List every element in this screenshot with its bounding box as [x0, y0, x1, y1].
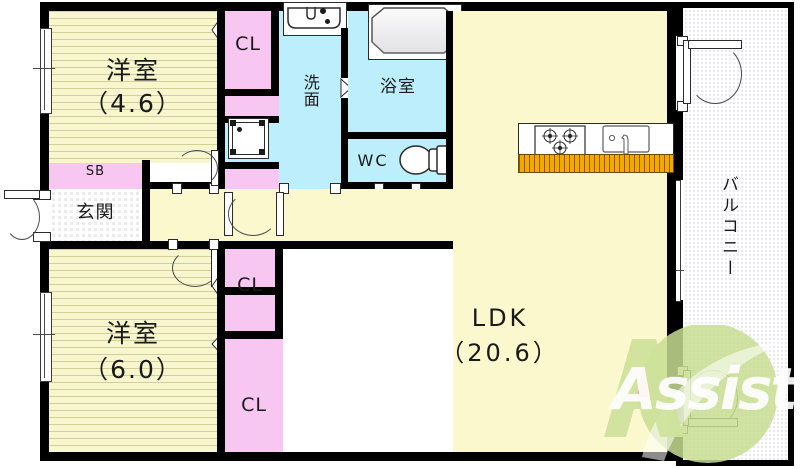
washer-pan-corner-bl: [230, 149, 236, 155]
cl-top-wall-right: [271, 11, 279, 89]
corridor-wall-bottom-left: [150, 241, 217, 249]
washroom-label-text: 洗面: [300, 74, 320, 108]
bedroom-top-size: （4.6）: [83, 89, 183, 118]
shoe-box: [49, 163, 142, 189]
washroom-door-jamb-right: [330, 183, 341, 194]
washer-pan-corner-tr: [259, 120, 265, 126]
cl-mid-wall-right-lower: [275, 295, 283, 331]
bathroom-wall-right: [446, 11, 453, 139]
bedroom-bottom-size: （6.0）: [83, 355, 183, 384]
bedroom-bottom-door-jamb-left: [168, 239, 178, 250]
cl-bottom-wall-top: [217, 331, 283, 339]
bedroom-top-window-mullion: [44, 30, 45, 110]
washroom-door-swing: [228, 192, 278, 236]
cl-strip-lower-wall-left: [217, 169, 225, 189]
toilet-wall-right: [446, 139, 453, 189]
genkan-wall-bottom: [40, 241, 150, 249]
bedroom-top-door-jamb-left: [172, 183, 182, 194]
entrance-label: 玄関: [76, 202, 115, 223]
exterior-wall-left-e: [40, 380, 49, 461]
corridor-wall-bottom-right: [217, 241, 453, 249]
bathroom-door-chevron: [340, 78, 352, 98]
cl-bottom-label: CL: [241, 394, 267, 416]
exterior-wall-left-d: [40, 232, 49, 292]
balcony-frame-left-lower: [676, 300, 683, 466]
balcony-frame-left-mid: [676, 110, 683, 180]
genkan-wall-right-lower: [142, 189, 150, 241]
bedroom-top-window-sill: [33, 68, 55, 69]
toilet-wall-bottom: [341, 182, 453, 189]
bedroom-top-door-swing: [176, 150, 218, 186]
washer-drain-dot: [237, 127, 242, 132]
bathroom-label: 浴室: [380, 77, 416, 97]
bathroom-wall-bottom-left: [341, 132, 348, 189]
front-door-jamb-bottom: [33, 232, 51, 242]
bathtub-icon: [371, 7, 457, 54]
genkan-wall-top: [40, 160, 49, 190]
toilet-label: WC: [357, 151, 389, 170]
room-bedroom-top: [49, 11, 217, 163]
room-entrance: [49, 189, 142, 241]
balcony-frame-right: [788, 2, 794, 466]
exterior-wall-bottom: [40, 452, 676, 461]
balcony-label: バルコニー: [718, 175, 738, 280]
three-burner-stove-icon: [534, 125, 586, 157]
corridor: [150, 189, 453, 241]
room-washroom: [279, 11, 341, 189]
cl-top-wall-bottom: [217, 89, 279, 96]
closet-cl-top: [225, 11, 271, 89]
balcony-frame-left-upper: [676, 2, 683, 36]
washroom-label: 洗面: [292, 74, 328, 114]
balcony-door-upper-jamb-bottom: [677, 101, 688, 112]
bathroom-wall-bottom: [341, 132, 446, 139]
room-ldk: [453, 11, 667, 452]
bedroom-bottom-door-swing: [172, 249, 218, 287]
genkan-wall-right-upper: [142, 160, 150, 190]
bedroom-bottom-window-mullion: [44, 294, 45, 378]
cl-top-label: CL: [235, 33, 261, 55]
cl-mid-label: CL: [237, 274, 263, 296]
closet-cl-bottom: [225, 339, 283, 452]
washer-alcove-wall-left: [217, 123, 225, 169]
bedroom-bottom-name: 洋室: [105, 319, 160, 348]
washroom-door-jamb-left: [279, 183, 289, 194]
cl-mid-divider: [217, 287, 283, 295]
cl-strip-lower-wall-top: [217, 162, 279, 169]
cl-mid-wall-right: [275, 249, 283, 287]
exterior-wall-top: [40, 2, 676, 11]
balcony-frame-top: [676, 2, 794, 8]
washroom-wall-right-upper: [341, 28, 348, 78]
washer-pan-corner-tl: [230, 120, 236, 126]
ldk-name: LDK: [471, 304, 529, 332]
bedroom-top-name: 洋室: [105, 56, 160, 85]
balcony-frame-bottom: [676, 460, 794, 466]
balcony-door-lower-swing: [688, 370, 738, 426]
washroom-door-panel[interactable]: [276, 192, 284, 236]
cl-top-wall-left: [217, 11, 225, 89]
bedroom-top-window: [40, 28, 52, 114]
front-door-swing: [4, 194, 40, 240]
corridor-wall-top: [150, 182, 217, 189]
exterior-wall-right: [667, 2, 676, 461]
vanity-basin-icon: [287, 7, 341, 29]
vanity-faucet-dot-b: [325, 19, 330, 24]
vanity-faucet-dot-a: [320, 8, 326, 14]
closet-cl-strip-lower: [225, 169, 279, 189]
shoe-box-label: SB: [85, 164, 106, 179]
exterior-wall-left-a: [40, 2, 49, 30]
closet-cl-strip-upper: [225, 96, 279, 116]
bedroom-bottom-window-sill: [33, 334, 55, 335]
kitchen-sink-icon: [602, 125, 650, 155]
ldk-size: （20.6）: [440, 339, 560, 367]
exterior-wall-left-b: [40, 110, 49, 160]
bedroom-bottom-window: [40, 292, 52, 382]
cl-bottom-wall-left: [217, 339, 225, 452]
balcony-door-upper-swing: [688, 44, 742, 104]
washroom-wall-right-lower: [341, 98, 348, 132]
washer-pan-corner-br: [259, 149, 265, 155]
toilet-icon: [399, 145, 448, 175]
kitchen-counter-front: [518, 154, 674, 173]
cl-strip-upper-wall-left: [217, 96, 225, 116]
